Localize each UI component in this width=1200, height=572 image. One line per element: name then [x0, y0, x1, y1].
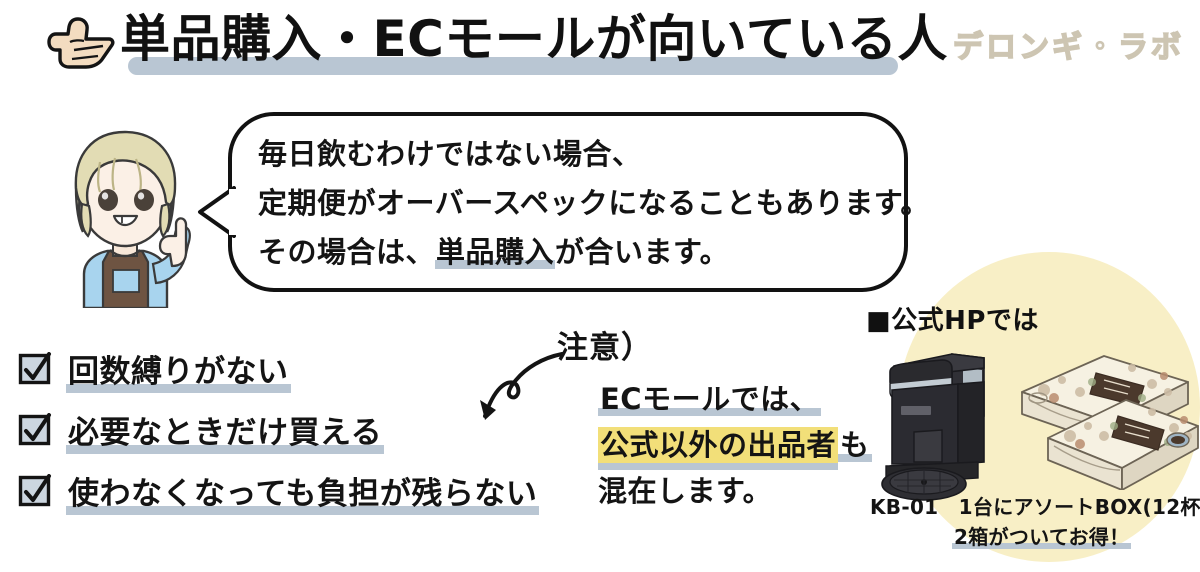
- list-item: 回数縛りがない: [18, 342, 578, 396]
- attention-line-3: 混在します。: [598, 474, 773, 508]
- attention-line-2: 公式以外の出品者も: [598, 422, 872, 468]
- coffee-machine-icon: [881, 353, 985, 501]
- product-caption-line-2-text: 2箱がついてお得！: [952, 525, 1132, 549]
- avatar-character: [74, 130, 191, 308]
- attention-line-2-post: も: [838, 428, 872, 462]
- benefits-checklist: 回数縛りがない 必要なときだけ買える 使わなくなっても負担が残らない: [18, 342, 578, 525]
- product-caption-line-1: KB-01 1台にアソートBOX(12杯): [870, 495, 1200, 519]
- bubble-line-3: その場合は、単品購入が合います。: [258, 228, 888, 277]
- header: 単品購入・ECモールが向いている人 デロンギ・ラボ: [0, 0, 1200, 95]
- attention-line-1: ECモールでは、: [598, 376, 872, 422]
- speech-bubble-text: 毎日飲むわけではない場合、 定期便がオーバースペックになることもあります。 その…: [258, 130, 930, 277]
- brand-logo: デロンギ・ラボ: [952, 29, 1184, 66]
- checklist-label: 使わなくなっても負担が残らない: [66, 467, 540, 515]
- product-caption: KB-01 1台にアソートBOX(12杯) 2箱がついてお得！: [862, 492, 1200, 552]
- bubble-line-3-post: が合います。: [555, 235, 730, 269]
- pointing-right-hand-icon: [47, 17, 115, 69]
- bubble-line-3-highlight: 単品購入: [435, 235, 556, 269]
- checked-checkbox-icon[interactable]: [18, 474, 52, 508]
- product-heading: ■公式HPでは: [866, 306, 1039, 336]
- list-item: 使わなくなっても負担が残らない: [18, 464, 578, 518]
- checklist-label: 必要なときだけ買える: [66, 406, 385, 454]
- attention-line-2-highlight: 公式以外の出品者: [598, 427, 839, 463]
- speech-bubble: [228, 112, 908, 292]
- bubble-line-1: 毎日飲むわけではない場合、: [258, 137, 642, 171]
- list-item: 必要なときだけ買える: [18, 403, 578, 457]
- attention-block: 注意） ECモールでは、 公式以外の出品者も 混在します。: [480, 322, 872, 514]
- attention-title: 注意）: [557, 330, 653, 366]
- bubble-line-2: 定期便がオーバースペックになることもあります。: [258, 186, 930, 220]
- page-title: 単品購入・ECモールが向いている人: [120, 10, 948, 68]
- title-underline-highlight: [128, 57, 898, 75]
- checked-checkbox-icon[interactable]: [18, 352, 52, 386]
- bubble-line-3-pre: その場合は、: [258, 235, 436, 269]
- assort-box-icon: [1021, 355, 1199, 490]
- product-caption-line-2: 2箱がついてお得！: [952, 522, 1200, 552]
- checked-checkbox-icon[interactable]: [18, 413, 52, 447]
- attention-line-1-text: ECモールでは、: [598, 382, 822, 416]
- official-hp-product-block: ■公式HPでは: [862, 300, 1200, 572]
- checklist-label: 回数縛りがない: [66, 345, 291, 393]
- attention-body: ECモールでは、 公式以外の出品者も 混在します。: [598, 376, 872, 514]
- speech-bubble-tail: [198, 186, 236, 238]
- curved-loop-arrow-icon: [480, 352, 564, 420]
